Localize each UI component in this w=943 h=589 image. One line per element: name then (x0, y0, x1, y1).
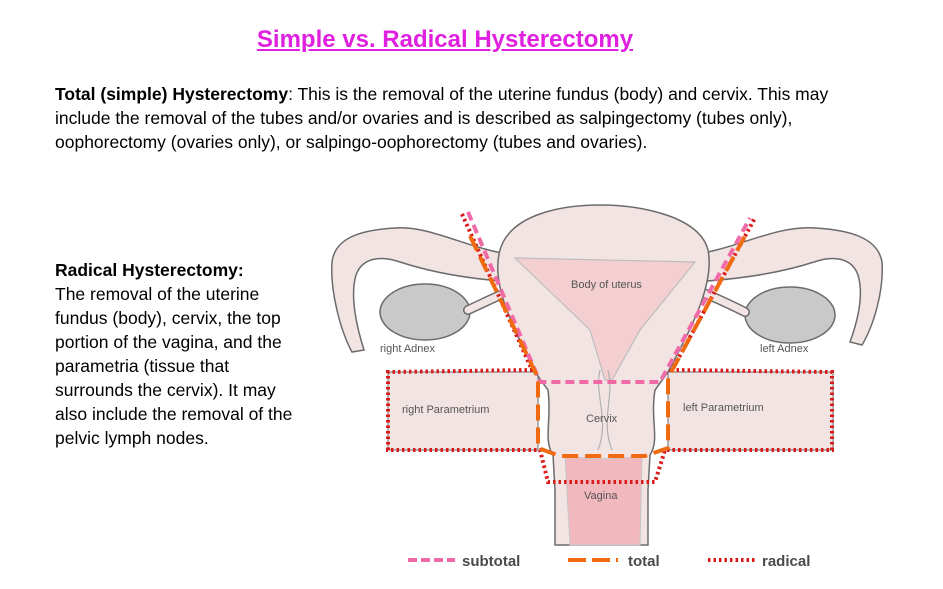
subtotal-margin-line (466, 211, 752, 384)
label-left-parametrium: left Parametrium (683, 402, 764, 414)
simple-hysterectomy-heading: Total (simple) Hysterectomy (55, 84, 289, 104)
page-title: Simple vs. Radical Hysterectomy (256, 26, 634, 53)
right-ovary (379, 283, 471, 341)
left-ovary (744, 286, 836, 344)
radical-hysterectomy-heading: Radical Hysterectomy: (55, 260, 244, 280)
left-fallopian-tube (689, 227, 883, 346)
total-margin-line (468, 235, 747, 458)
label-right-parametrium: right Parametrium (402, 404, 489, 416)
legend-radical-label: radical (762, 553, 810, 570)
label-cervix: Cervix (586, 413, 618, 425)
simple-hysterectomy-text: : This is the removal of the uterine fun… (55, 84, 829, 152)
simple-hysterectomy-paragraph: Total (simple) Hysterectomy: This is the… (55, 82, 845, 154)
radical-hysterectomy-text: The removal of the uterine fundus (body)… (55, 284, 293, 448)
legend-subtotal-label: subtotal (462, 553, 520, 570)
label-left-adnex: left Adnex (760, 343, 809, 355)
radical-hysterectomy-paragraph: Radical Hysterectomy: The removal of the… (55, 258, 305, 450)
legend-total-label: total (628, 553, 660, 570)
right-parametrium-region (387, 371, 539, 451)
right-fallopian-tube (331, 227, 516, 353)
label-body-of-uterus: Body of uterus (571, 279, 642, 291)
label-vagina: Vagina (584, 490, 618, 502)
radical-margin-line (386, 213, 834, 484)
label-right-adnex: right Adnex (380, 343, 436, 355)
